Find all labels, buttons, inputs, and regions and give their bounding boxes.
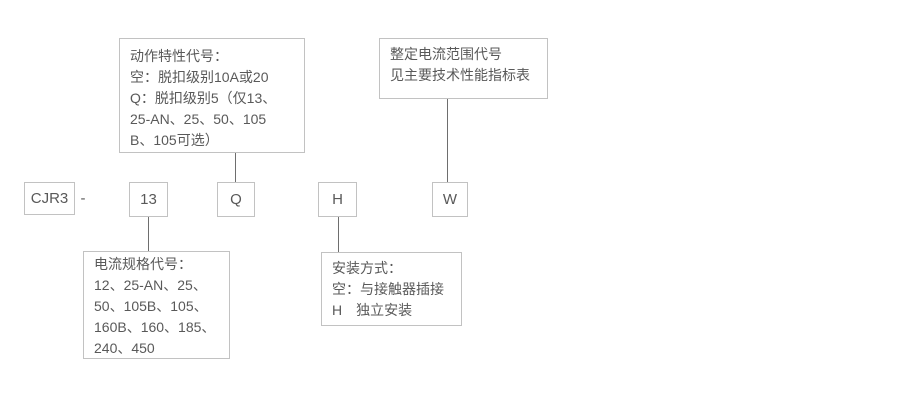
callout-line: B、105可选） [130, 132, 219, 148]
code-box-prefix: CJR3 [24, 182, 75, 215]
code-box-mounting: H [318, 182, 357, 217]
callout-line: Q：脱扣级别5（仅13、 [130, 90, 277, 106]
connector-range-to-w-box [447, 99, 448, 182]
callout-line: 160B、160、185、 [94, 319, 216, 335]
callout-current-spec: 电流规格代号： 12、25-AN、25、 50、105B、105、 160B、1… [83, 251, 230, 359]
callout-line: 空：脱扣级别10A或20 [130, 69, 269, 85]
callout-line: 240、450 [94, 340, 155, 356]
code-box-label: W [442, 191, 458, 208]
callout-line: 50、105B、105、 [94, 298, 208, 314]
connector-action-to-q-box [235, 153, 236, 182]
callout-line: H 独立安装 [332, 302, 413, 318]
callout-line: 见主要技术性能指标表 [390, 67, 530, 83]
callout-action-characteristic: 动作特性代号： 空：脱扣级别10A或20 Q：脱扣级别5（仅13、 25-AN、… [119, 38, 305, 153]
code-separator-label: - [80, 190, 86, 207]
code-separator: - [76, 182, 90, 215]
callout-current-setting-range: 整定电流范围代号 见主要技术性能指标表 [379, 38, 548, 99]
connector-h-box-to-mounting [338, 217, 339, 252]
code-box-label: 13 [140, 191, 157, 208]
callout-line: 整定电流范围代号 [390, 46, 502, 62]
callout-line: 25-AN、25、50、105 [130, 111, 267, 127]
code-box-action: Q [217, 182, 255, 217]
callout-line: 空：与接触器插接 [332, 281, 444, 297]
callout-line: 12、25-AN、25、 [94, 277, 207, 293]
callout-line: 动作特性代号： [130, 48, 228, 64]
code-box-label: H [332, 191, 343, 208]
callout-mounting-method: 安装方式： 空：与接触器插接 H 独立安装 [321, 252, 462, 326]
code-box-label: Q [230, 191, 242, 208]
code-box-current-spec: 13 [129, 182, 168, 217]
code-box-label: CJR3 [30, 190, 69, 207]
callout-line: 电流规格代号： [94, 256, 192, 272]
connector-13-box-to-spec [148, 217, 149, 251]
callout-line: 安装方式： [332, 260, 402, 276]
code-box-range: W [432, 182, 468, 217]
